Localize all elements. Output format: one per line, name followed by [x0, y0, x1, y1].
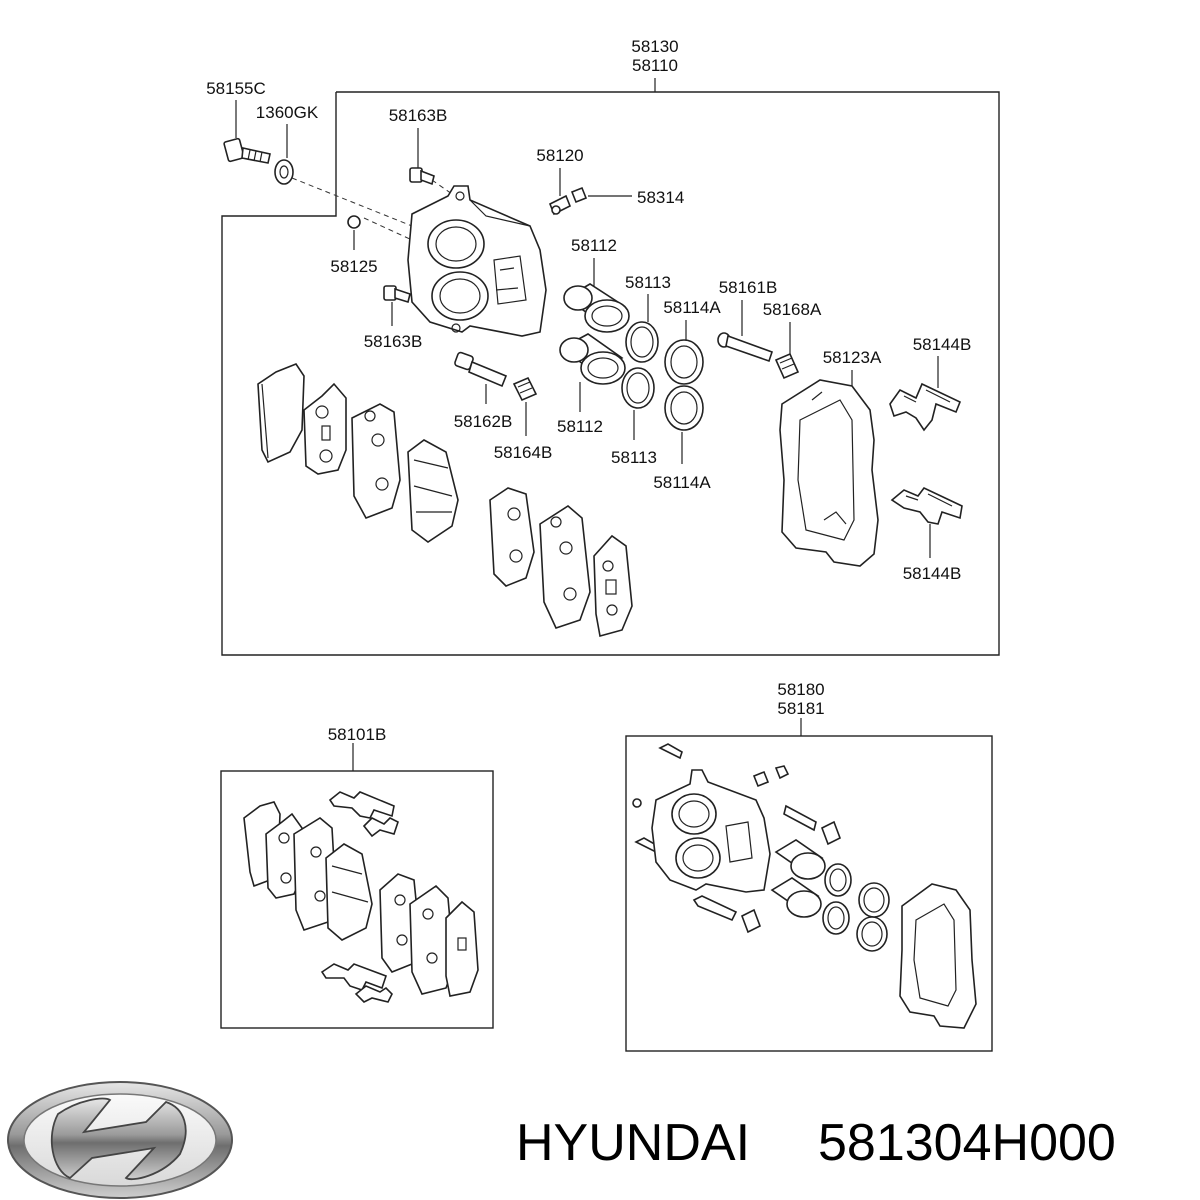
part-number: 581304H000: [818, 1114, 1116, 1172]
bolt-58155c: [223, 137, 271, 164]
cap-58314: [570, 186, 588, 204]
label-58112-bottom: 58112: [557, 417, 603, 436]
brake-pad-4: [407, 439, 459, 543]
seal-58113-top: [625, 321, 659, 363]
brake-pad-2: [303, 382, 347, 475]
label-1360gk: 1360GK: [256, 103, 319, 122]
bolt-58163b-bottom: [383, 285, 411, 304]
pin-boot-58168a: [774, 352, 800, 380]
label-58114a-bottom: 58114A: [653, 473, 711, 492]
label-58180: 58180: [777, 680, 824, 699]
clip-58144b-top: [889, 382, 962, 432]
pad-kit-panel: 58101B: [220, 725, 494, 1029]
label-58101b: 58101B: [328, 725, 387, 744]
brake-pad-6: [539, 505, 591, 629]
pin-boot-58164b: [512, 376, 538, 402]
label-58155c: 58155C: [206, 79, 266, 98]
boot-58114a-top: [664, 339, 704, 385]
clip-58144b-bottom: [890, 486, 963, 525]
brake-pad-5: [489, 487, 535, 587]
piston-58112-bottom: [559, 333, 626, 385]
label-58112-top: 58112: [571, 236, 617, 255]
label-58144b-bottom: 58144B: [903, 564, 962, 583]
label-58125: 58125: [330, 257, 377, 276]
caliper-body: [407, 185, 547, 337]
main-assembly-panel: 58130 58110 58155C 1360GK 58163B: [206, 37, 1000, 656]
label-58120: 58120: [536, 146, 583, 165]
label-58181: 58181: [777, 699, 824, 718]
bolt-58163b-top: [409, 167, 435, 186]
caliper-assembly-panel: 58180 58181: [625, 680, 993, 1052]
label-58114a-top: 58114A: [663, 298, 721, 317]
slide-pin-58162b: [454, 351, 508, 388]
boot-58114a-bottom: [664, 385, 704, 431]
seal-58113-bottom: [621, 367, 655, 409]
label-58163b-top: 58163B: [389, 106, 448, 125]
label-58168a: 58168A: [763, 300, 822, 319]
brake-pad-1: [257, 363, 305, 464]
brake-pad-3: [351, 403, 401, 519]
label-58163b-bottom: 58163B: [364, 332, 423, 351]
label-58130: 58130: [631, 37, 678, 56]
label-58162b: 58162B: [454, 412, 513, 431]
brake-pad-7: [593, 534, 633, 638]
caliper-carrier-58123a: [779, 379, 879, 567]
brand-name: HYUNDAI: [516, 1114, 750, 1172]
washer-1360gk: [274, 159, 294, 185]
label-58144b-top: 58144B: [913, 335, 972, 354]
bleeder-58120: [548, 194, 572, 216]
guide-pin-58161b: [717, 332, 774, 363]
hyundai-logo-icon: [7, 1081, 233, 1199]
label-58314: 58314: [637, 188, 684, 207]
cap-58125: [347, 215, 361, 229]
piston-58112-top: [563, 283, 630, 333]
label-58110: 58110: [632, 56, 678, 75]
label-58113-bottom: 58113: [611, 448, 657, 467]
label-58161b: 58161B: [719, 278, 778, 297]
label-58113-top: 58113: [625, 273, 671, 292]
label-58123a: 58123A: [823, 348, 882, 367]
label-58164b: 58164B: [494, 443, 553, 462]
